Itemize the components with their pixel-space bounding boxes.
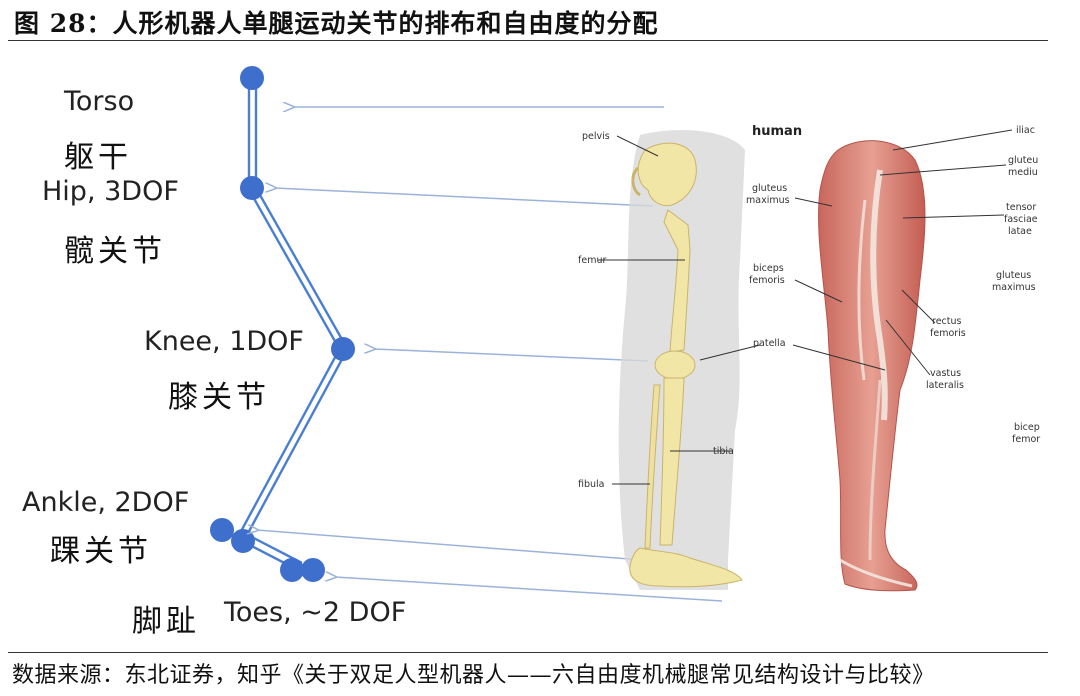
label-vastus-lateralis-2: lateralis: [926, 380, 964, 391]
label-patella: patella: [753, 338, 786, 349]
arrow-knee: [374, 349, 649, 362]
fibula-bone: [644, 384, 661, 549]
source-note: 数据来源：东北证券，知乎《关于双足人型机器人——六自由度机械腿常见结构设计与比较…: [12, 663, 935, 688]
muscle-leg: [818, 140, 926, 592]
label-tibia: tibia: [713, 446, 734, 457]
shin-link: [237, 349, 341, 536]
label-biceps-r-2: femor: [1012, 434, 1040, 445]
ankle-joint-1: [210, 518, 234, 542]
source-rule: [8, 652, 1048, 653]
anatomy-leaders: [598, 129, 1013, 485]
title-rule: [8, 40, 1048, 41]
label-gluteus-medius-2: mediu: [1008, 167, 1038, 178]
label-femur: femur: [578, 255, 606, 266]
hip-label-cn: 髋关节: [64, 234, 166, 269]
ankle-joint-2: [231, 529, 255, 553]
bone-leg-illustration: [618, 130, 745, 590]
label-fibula: fibula: [578, 479, 605, 490]
label-biceps-femoris-1: biceps: [753, 263, 784, 274]
label-gluteus-maximus-1: gluteus: [752, 183, 787, 194]
ankle-label-en: Ankle, 2DOF: [22, 487, 190, 518]
torso-joint: [240, 66, 264, 90]
knee-label-en: Knee, 1DOF: [144, 326, 304, 357]
tibia-bone: [659, 377, 685, 546]
label-tensor-1: tensor: [1006, 202, 1036, 213]
label-tensor-2: fasciae: [1004, 214, 1038, 225]
ankle-label-cn: 踝关节: [50, 534, 152, 569]
knee-label-cn: 膝关节: [168, 380, 270, 415]
robot-skeleton: [210, 66, 355, 582]
toe-joint-1: [280, 558, 304, 582]
label-biceps-femoris-2: femoris: [749, 275, 785, 286]
foot-bones: [629, 547, 743, 588]
label-rectus-femoris-2: femoris: [930, 328, 966, 339]
label-iliac: iliac: [1016, 125, 1035, 136]
toes-label-en: Toes, ~2 DOF: [224, 597, 407, 628]
arrow-toes: [335, 577, 723, 602]
figure-title: 图 28：人形机器人单腿运动关节的排布和自由度的分配: [14, 9, 659, 38]
label-gluteus-maximus-r-2: maximus: [992, 282, 1036, 293]
label-gluteus-maximus-2: maximus: [746, 195, 790, 206]
hip-label-en: Hip, 3DOF: [42, 176, 179, 207]
label-human: human: [752, 124, 802, 139]
label-gluteus-maximus-r-1: gluteus: [996, 270, 1031, 281]
label-rectus-femoris-1: rectus: [932, 316, 962, 327]
pelvis-bone: [637, 142, 697, 207]
arrow-ankle: [257, 530, 644, 561]
thigh-link: [246, 187, 342, 351]
knee-bone: [654, 350, 696, 380]
arrow-hip: [275, 188, 654, 207]
toes-label-cn: 脚趾: [132, 604, 200, 639]
torso-label-cn: 躯干: [64, 140, 132, 175]
pointer-arrows: [257, 107, 723, 602]
muscle-leg-illustration: [818, 140, 926, 592]
label-biceps-r-1: bicep: [1014, 422, 1040, 433]
label-pelvis: pelvis: [582, 131, 610, 142]
toe-joint-2: [301, 558, 325, 582]
label-vastus-lateralis-1: vastus: [930, 368, 961, 379]
knee-joint: [331, 337, 355, 361]
label-gluteus-medius-1: gluteu: [1008, 155, 1038, 166]
torso-label-en: Torso: [64, 86, 135, 117]
anatomy-labels: pelvis femur patella tibia fibula human …: [578, 124, 1040, 490]
hip-joint: [240, 176, 264, 200]
label-tensor-3: latae: [1008, 226, 1032, 237]
